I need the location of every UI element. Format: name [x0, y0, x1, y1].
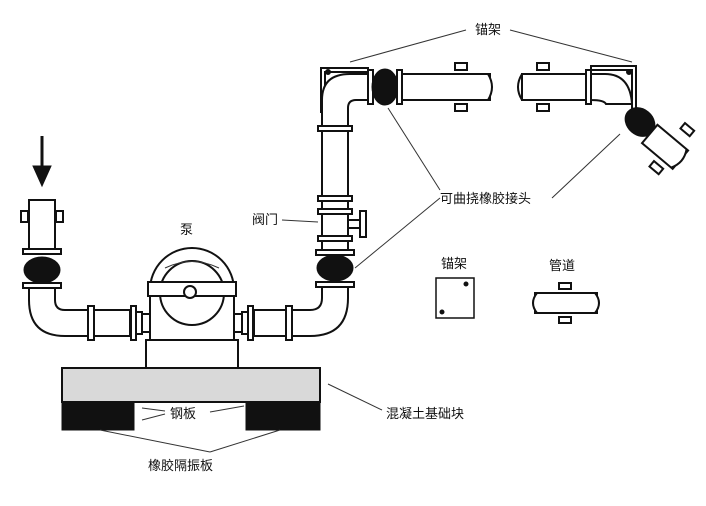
flex-joint-left: [23, 256, 61, 284]
inlet-pipe: [28, 199, 56, 251]
pump-base: [145, 339, 239, 369]
label-rubber-pad: 橡胶隔振板: [148, 458, 213, 474]
flow-arrow-icon: [32, 165, 52, 188]
right-pipe-section: [517, 62, 696, 176]
top-pipe-right: [521, 73, 587, 101]
foundation: [61, 367, 321, 431]
concrete-block: [61, 367, 321, 403]
label-flex-joint: 可曲挠橡胶接头: [440, 191, 531, 207]
pump: [145, 247, 239, 369]
valve-handwheel: [359, 210, 367, 238]
valve-body: [321, 213, 349, 237]
flex-joint-top: [371, 68, 399, 106]
pump-shaft: [183, 285, 197, 299]
legend: [435, 277, 600, 324]
label-valve: 阀门: [252, 213, 278, 228]
leader-lines: [99, 29, 633, 453]
discharge-line: [233, 62, 493, 341]
suction-elbow: [28, 287, 93, 337]
legend-pipe-symbol: [534, 292, 598, 314]
top-pipe-left: [401, 73, 491, 101]
rubber-pad-right: [245, 401, 321, 431]
right-elbow: [590, 73, 634, 105]
discharge-elbow: [291, 285, 349, 337]
rubber-pad-left: [61, 401, 135, 431]
label-steel-plate: 钢板: [170, 407, 196, 422]
label-anchor-top: 锚架: [475, 23, 501, 38]
label-concrete-block: 混凝土基础块: [386, 406, 464, 422]
suction-line: [20, 136, 151, 341]
label-legend-anchor: 锚架: [441, 257, 467, 272]
label-legend-pipe: 管道: [549, 259, 575, 274]
top-elbow: [321, 73, 369, 127]
flex-joint-riser: [316, 254, 354, 282]
text-labels: 锚架 可曲挠橡胶接头 泵 阀门 锚架 管道 钢板 混凝土基础块 橡胶隔振板: [148, 23, 575, 474]
label-pump: 泵: [180, 223, 193, 238]
